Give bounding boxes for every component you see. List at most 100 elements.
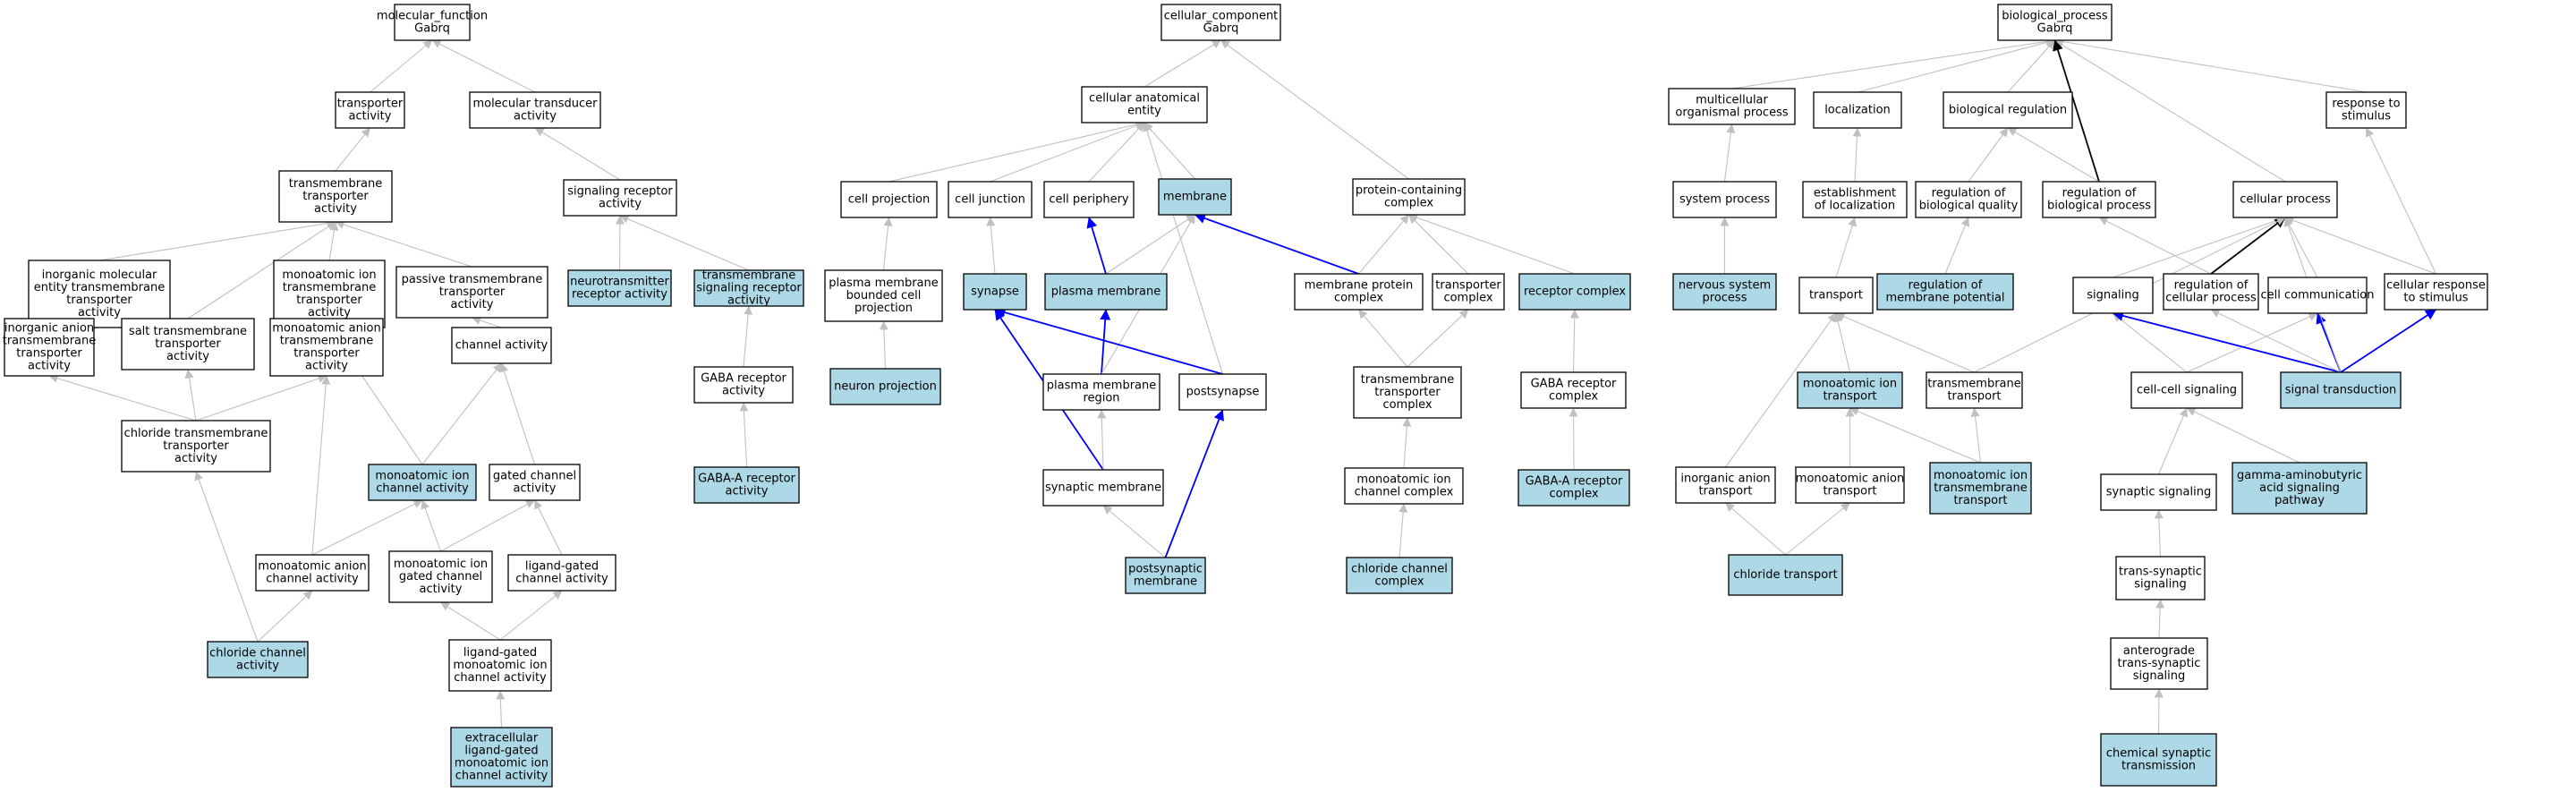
go-term-node-bp-localization[interactable]: localization — [1813, 91, 1902, 129]
go-term-node-mf-mono-ion-tm[interactable]: monoatomic iontransmembranetransporterac… — [273, 260, 386, 328]
go-term-node-bp-cell-cell-signaling[interactable]: cell-cell signaling — [2130, 371, 2243, 409]
edge-bp-trans-synaptic-to-bp-synaptic-signaling — [2154, 509, 2164, 558]
go-term-node-cc-junction[interactable]: cell junction — [948, 181, 1033, 218]
edge-cc-pm-region-to-cc-plasma-membrane — [1100, 309, 1111, 375]
go-term-node-bp-bio-regulation[interactable]: biological regulation — [1943, 91, 2073, 129]
go-term-box — [121, 420, 271, 473]
go-term-node-bp-chloride-transport[interactable]: chloride transport — [1728, 554, 1843, 596]
go-term-label-line: signaling receptor — [567, 185, 673, 199]
edge-cc-anatomical-to-cc-root — [1143, 39, 1221, 88]
go-term-node-cc-receptor-complex[interactable]: receptor complex — [1518, 273, 1631, 311]
go-term-label-line: signaling — [2087, 289, 2139, 302]
go-term-node-bp-cellular-process[interactable]: cellular process — [2232, 181, 2338, 218]
go-term-label-line: complex — [1374, 575, 1424, 589]
go-term-node-cc-plasma-membrane[interactable]: plasma membrane — [1044, 273, 1168, 311]
go-term-label-line: transporter — [337, 98, 404, 111]
go-term-label-line: multicellular — [1696, 94, 1768, 107]
go-term-label-line: channel activity — [454, 671, 547, 685]
go-term-node-cc-neuron-projection[interactable]: neuron projection — [829, 368, 941, 405]
edge-mf-ligand-gated-mono-to-mf-mono-ion-gated — [440, 601, 501, 641]
go-term-box — [394, 4, 471, 41]
go-term-node-mf-mono-anion-tm[interactable]: monoatomic aniontransmembranetransporter… — [269, 318, 384, 377]
go-term-label-line: transport — [1823, 485, 1876, 498]
go-term-box — [1675, 466, 1776, 504]
go-term-node-cc-synapse[interactable]: synapse — [963, 273, 1027, 311]
go-term-label-line: complex — [1549, 390, 1598, 404]
go-term-node-mf-chloride-tm[interactable]: chloride transmembranetransporteractivit… — [121, 420, 271, 473]
go-term-node-cc-projection[interactable]: cell projection — [840, 181, 938, 218]
go-term-node-mf-channel[interactable]: channel activity — [451, 327, 552, 364]
go-term-node-bp-signaling[interactable]: signaling — [2072, 277, 2154, 314]
go-term-label-line: cell periphery — [1049, 193, 1129, 207]
go-term-node-mf-inorg-anion[interactable]: inorganic aniontransmembranetransportera… — [3, 318, 97, 377]
go-term-node-bp-cell-communication[interactable]: cell communication — [2260, 277, 2375, 314]
go-term-node-cc-synaptic-membrane[interactable]: synaptic membrane — [1042, 469, 1164, 507]
go-term-node-cc-periphery[interactable]: cell periphery — [1043, 181, 1135, 218]
edge-cc-plasma-membrane-to-cc-periphery — [1086, 217, 1107, 275]
go-term-node-cc-membrane[interactable]: membrane — [1158, 178, 1232, 216]
edge-cc-synaptic-membrane-to-cc-pm-region — [1097, 409, 1107, 471]
edge-cc-postsynaptic-membrane-to-cc-synaptic-membrane — [1102, 505, 1166, 558]
go-term-node-bp-transport[interactable]: transport — [1798, 277, 1874, 314]
go-term-label-line: inorganic anion — [4, 322, 94, 336]
go-term-box — [2325, 91, 2407, 129]
go-term-node-bp-system-process[interactable]: system process — [1672, 181, 1777, 218]
go-term-node-bp-signal-transduction[interactable]: signal transduction — [2280, 371, 2402, 409]
go-term-node-bp-synaptic-signaling[interactable]: synaptic signaling — [2100, 473, 2217, 511]
go-term-label-line: activity — [166, 350, 209, 363]
go-term-node-cc-postsynapse[interactable]: postsynapse — [1178, 373, 1267, 411]
